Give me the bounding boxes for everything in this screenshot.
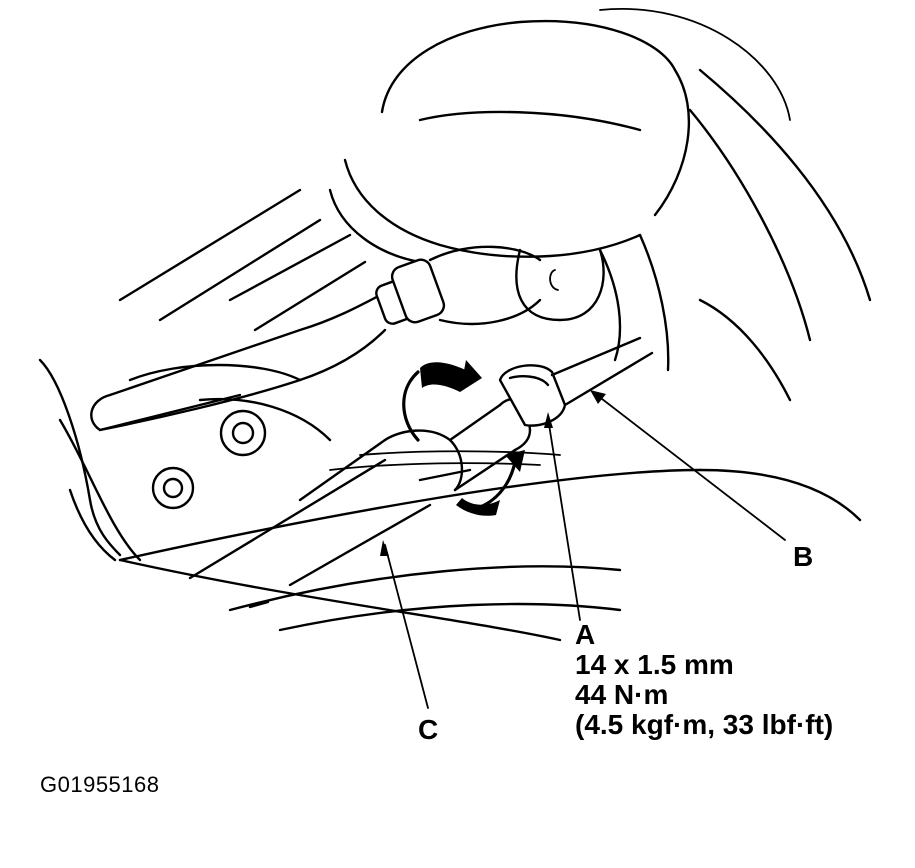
leader-lines <box>380 390 786 709</box>
callout-a-label: A <box>575 619 596 650</box>
torque-alt: (4.5 kgf·m, 33 lbf·ft) <box>575 709 834 740</box>
mount-bracket <box>515 248 622 362</box>
rotation-arrows <box>402 360 525 516</box>
callout-c: C <box>418 714 439 745</box>
pipe-assembly <box>90 188 542 432</box>
figure-id: G01955168 <box>40 772 160 797</box>
spec-block: A 14 x 1.5 mm 44 N·m (4.5 kgf·m, 33 lbf·… <box>575 620 833 740</box>
thread-size: 14 x 1.5 mm <box>575 649 734 680</box>
upper-housing <box>328 8 872 402</box>
lower-components <box>38 358 332 562</box>
callout-b: B <box>793 541 814 572</box>
torque-tool <box>188 336 654 587</box>
torque-nm: 44 N·m <box>575 679 669 710</box>
lower-body <box>118 450 862 642</box>
